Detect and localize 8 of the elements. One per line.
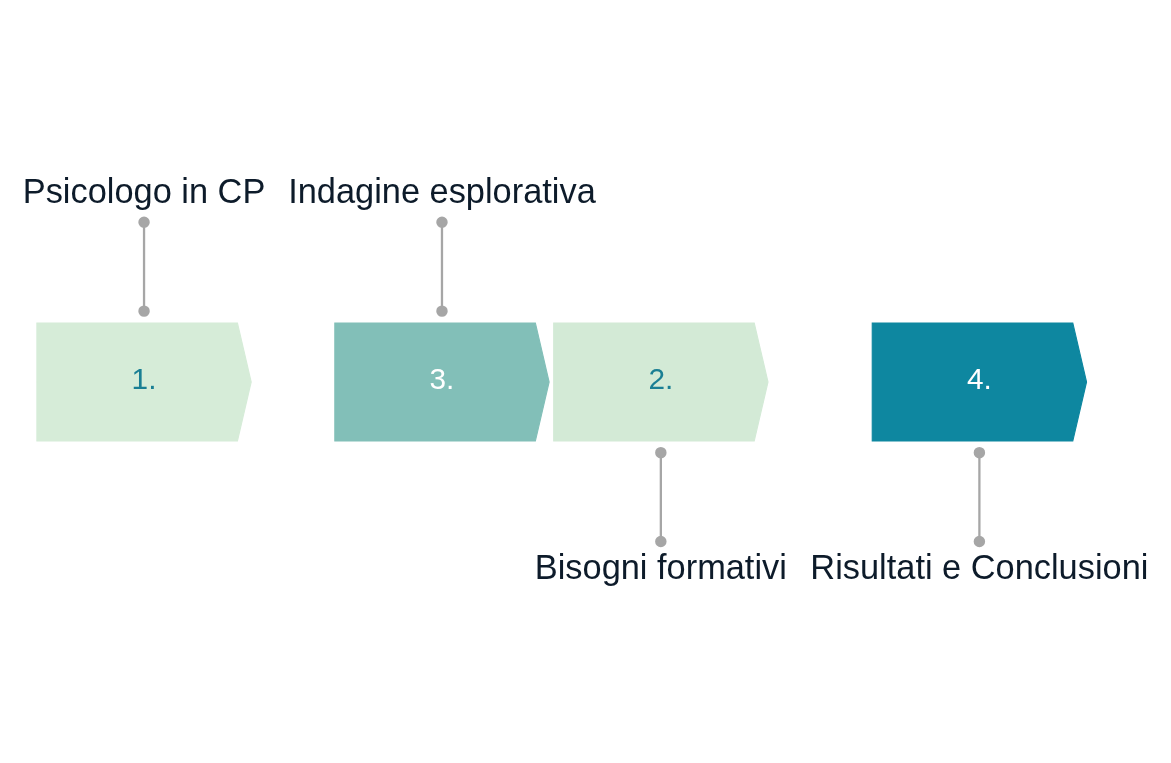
node-text: Risultati e Conclusioni <box>810 547 1149 586</box>
connector <box>973 446 986 547</box>
connector <box>436 215 448 317</box>
node-text: Psicologo in CP <box>22 171 266 210</box>
node-text: Indagine esplorativa <box>288 171 596 210</box>
node-text: Bisogni formativi <box>534 547 787 586</box>
connector <box>655 446 667 547</box>
connector <box>138 215 150 317</box>
